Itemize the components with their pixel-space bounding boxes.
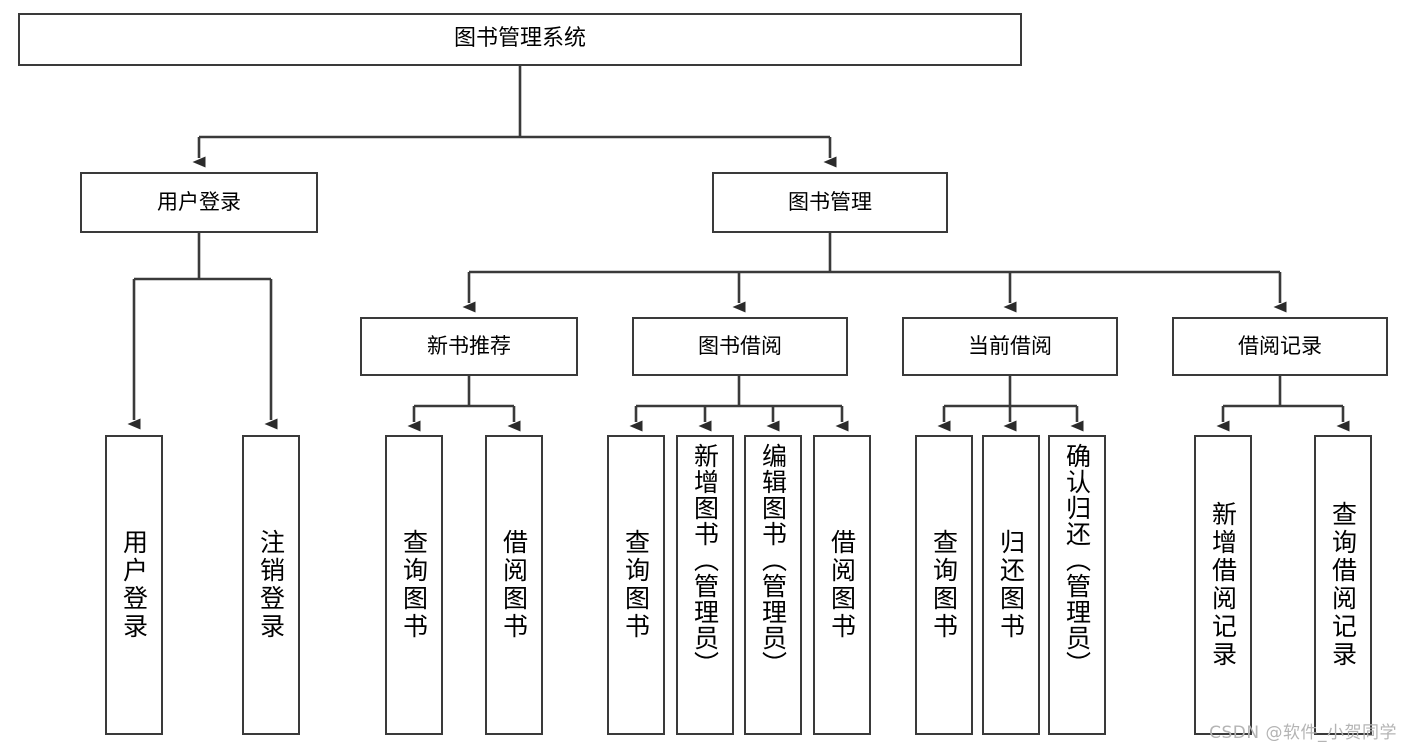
node-label: 新增借阅记录 bbox=[1208, 501, 1238, 669]
node-label: 新书推荐 bbox=[427, 333, 511, 358]
leaf-edit-book-admin[interactable]: 编辑图书（管理员） bbox=[744, 435, 802, 735]
node-label: 查询图书 bbox=[929, 529, 959, 641]
node-label: 借阅图书 bbox=[499, 529, 529, 641]
leaf-add-borrow-record[interactable]: 新增借阅记录 bbox=[1194, 435, 1252, 735]
node-label: 查询图书 bbox=[621, 529, 651, 641]
leaf-add-book-admin[interactable]: 新增图书（管理员） bbox=[676, 435, 734, 735]
node-label: 借阅图书 bbox=[827, 529, 857, 641]
node-label: 借阅记录 bbox=[1238, 333, 1322, 358]
node-label: 查询借阅记录 bbox=[1328, 501, 1358, 669]
node-label: 注销登录 bbox=[256, 529, 286, 641]
leaf-borrow-book-recommend[interactable]: 借阅图书 bbox=[485, 435, 543, 735]
node-root-book-management-system[interactable]: 图书管理系统 bbox=[18, 13, 1022, 66]
node-new-book-recommendation[interactable]: 新书推荐 bbox=[360, 317, 578, 376]
node-borrow-records[interactable]: 借阅记录 bbox=[1172, 317, 1388, 376]
leaf-user-login[interactable]: 用户登录 bbox=[105, 435, 163, 735]
node-label: 查询图书 bbox=[399, 529, 429, 641]
leaf-borrow-book-borrow[interactable]: 借阅图书 bbox=[813, 435, 871, 735]
node-label: 图书管理系统 bbox=[453, 26, 586, 52]
node-label: 当前借阅 bbox=[968, 333, 1052, 358]
leaf-query-book-borrow[interactable]: 查询图书 bbox=[607, 435, 665, 735]
node-label: 确认归还（管理员） bbox=[1062, 443, 1092, 677]
node-label: 编辑图书（管理员） bbox=[758, 443, 788, 677]
leaf-confirm-return-admin[interactable]: 确认归还（管理员） bbox=[1048, 435, 1106, 735]
node-current-borrowing[interactable]: 当前借阅 bbox=[902, 317, 1118, 376]
node-label: 用户登录 bbox=[119, 529, 149, 641]
leaf-query-book-recommend[interactable]: 查询图书 bbox=[385, 435, 443, 735]
node-book-management[interactable]: 图书管理 bbox=[712, 172, 948, 233]
node-book-borrowing[interactable]: 图书借阅 bbox=[632, 317, 848, 376]
node-user-login[interactable]: 用户登录 bbox=[80, 172, 318, 233]
node-label: 新增图书（管理员） bbox=[690, 443, 720, 677]
node-label: 用户登录 bbox=[157, 189, 241, 214]
leaf-query-book-current[interactable]: 查询图书 bbox=[915, 435, 973, 735]
node-label: 归还图书 bbox=[996, 529, 1026, 641]
node-label: 图书管理 bbox=[788, 189, 872, 214]
node-label: 图书借阅 bbox=[698, 333, 782, 358]
leaf-logout[interactable]: 注销登录 bbox=[242, 435, 300, 735]
leaf-return-book[interactable]: 归还图书 bbox=[982, 435, 1040, 735]
leaf-query-borrow-record[interactable]: 查询借阅记录 bbox=[1314, 435, 1372, 735]
